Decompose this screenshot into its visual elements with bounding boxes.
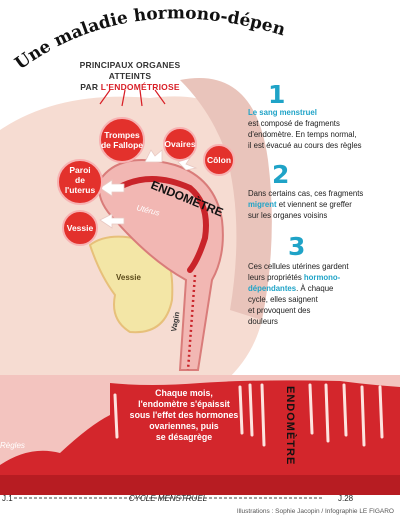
bubble-colon	[203, 144, 235, 176]
cycle-end: J.28	[338, 494, 354, 503]
step-1-line: d'endomètre. En temps normal,	[248, 130, 357, 139]
endometrium-text-line: l'endomètre s'épaissit	[138, 399, 230, 409]
pelvis-shade	[180, 77, 272, 320]
main-title: Une maladie hormono-dépendante	[8, 0, 288, 72]
endometrium-text-line: ovariennes, puis	[149, 421, 219, 431]
endometrium-panel	[0, 375, 400, 495]
step-3-text: Ces cellules utérines gardent leurs prop…	[248, 261, 398, 327]
cycle-start: J.1	[2, 494, 13, 503]
step-2-inline: et viennent se greffer	[276, 200, 352, 209]
organ-paroi-line3: l'uterus	[65, 185, 96, 195]
organ-bubbles	[57, 117, 235, 246]
step-3-line: et provoquent des	[248, 306, 311, 315]
organ-trompes-line2: de Fallope	[101, 140, 143, 150]
endometrium-description: Chaque mois, l'endomètre s'épaissit sous…	[128, 388, 240, 443]
step-2-line: sur les organes voisins	[248, 211, 328, 220]
step-3-inline: . À chaque	[296, 284, 334, 293]
credit-line: Illustrations : Sophie Jacopin / Infogra…	[236, 508, 394, 515]
organs-heading: PRINCIPAUX ORGANES ATTEINTS PAR L'ENDOMÉ…	[60, 60, 200, 93]
bubble-ovaires	[163, 127, 197, 161]
step-3-line: cycle, elles saignent	[248, 295, 318, 304]
label-vagin: Vagin	[169, 311, 181, 333]
label-vessie: Vessie	[116, 273, 141, 282]
step-2-highlight: migrent	[248, 200, 277, 209]
organs-heading-line2: PAR L'ENDOMÉTRIOSE	[60, 82, 200, 93]
step-3-highlight2: dépendantes	[248, 284, 297, 293]
endometrium-text-line: sous l'effet des hormones	[129, 410, 239, 420]
endometrium-layer	[0, 380, 400, 495]
endometrium-text-line: se désagrège	[155, 432, 213, 442]
step-1-line: il est évacué au cours des règles	[248, 141, 362, 150]
step-1-line: est composé de fragments	[248, 119, 340, 128]
step-1-number: 1	[268, 80, 286, 109]
bubble-paroi	[57, 159, 103, 205]
step-3-line: dépendantes. À chaque	[248, 283, 398, 294]
bubble-vessie	[62, 210, 98, 246]
organ-ovaires: Ovaires	[164, 139, 195, 149]
cycle-label: CYCLE MENSTRUEL	[129, 494, 207, 503]
anatomy-illustration: Trompes de Fallope Ovaires Côlon Paroi d…	[0, 77, 272, 400]
step-1-text: Le sang menstruel est composé de fragmen…	[248, 107, 398, 151]
organs-heading-line1: PRINCIPAUX ORGANES ATTEINTS	[79, 60, 181, 81]
endometrium-lining	[115, 176, 209, 273]
regles-label: Règles	[0, 441, 25, 450]
step-3-line: Ces cellules utérines gardent	[248, 262, 349, 271]
organ-vessie: Vessie	[67, 223, 94, 233]
step-3-number: 3	[288, 232, 306, 261]
step-1-highlight: Le sang menstruel	[248, 108, 317, 117]
bubble-trompes	[99, 117, 145, 163]
step-3-inline: leurs propriétés	[248, 273, 304, 282]
step-2-number: 2	[272, 160, 290, 189]
organs-heading-highlight: L'ENDOMÉTRIOSE	[100, 82, 180, 92]
heading-arrows	[99, 89, 166, 107]
step-3-highlight: hormono-	[303, 273, 341, 282]
step-2-line: migrent et viennent se greffer	[248, 199, 398, 210]
organ-paroi-line2: de	[75, 175, 85, 185]
organ-paroi-line1: Paroi	[69, 165, 90, 175]
organ-colon: Côlon	[207, 155, 231, 165]
endometrium-glands	[113, 383, 384, 447]
step-2-line: Dans certains cas, ces fragments	[248, 189, 364, 198]
organs-heading-prefix: PAR	[80, 82, 101, 92]
step-3-line: douleurs	[248, 317, 278, 326]
vaginal-flow	[186, 274, 197, 371]
step-3-line: leurs propriétés hormono-	[248, 272, 398, 283]
endometrium-vertical-label: ENDOMÈTRE	[284, 386, 296, 466]
organ-trompes-line1: Trompes	[104, 130, 140, 140]
endometrium-text-line: Chaque mois,	[155, 388, 213, 398]
step-2-text: Dans certains cas, ces fragments migrent…	[248, 188, 398, 221]
cycle-bar: J.1 CYCLE MENSTRUEL J.28	[2, 494, 354, 503]
endometrium-bottom	[0, 475, 400, 495]
